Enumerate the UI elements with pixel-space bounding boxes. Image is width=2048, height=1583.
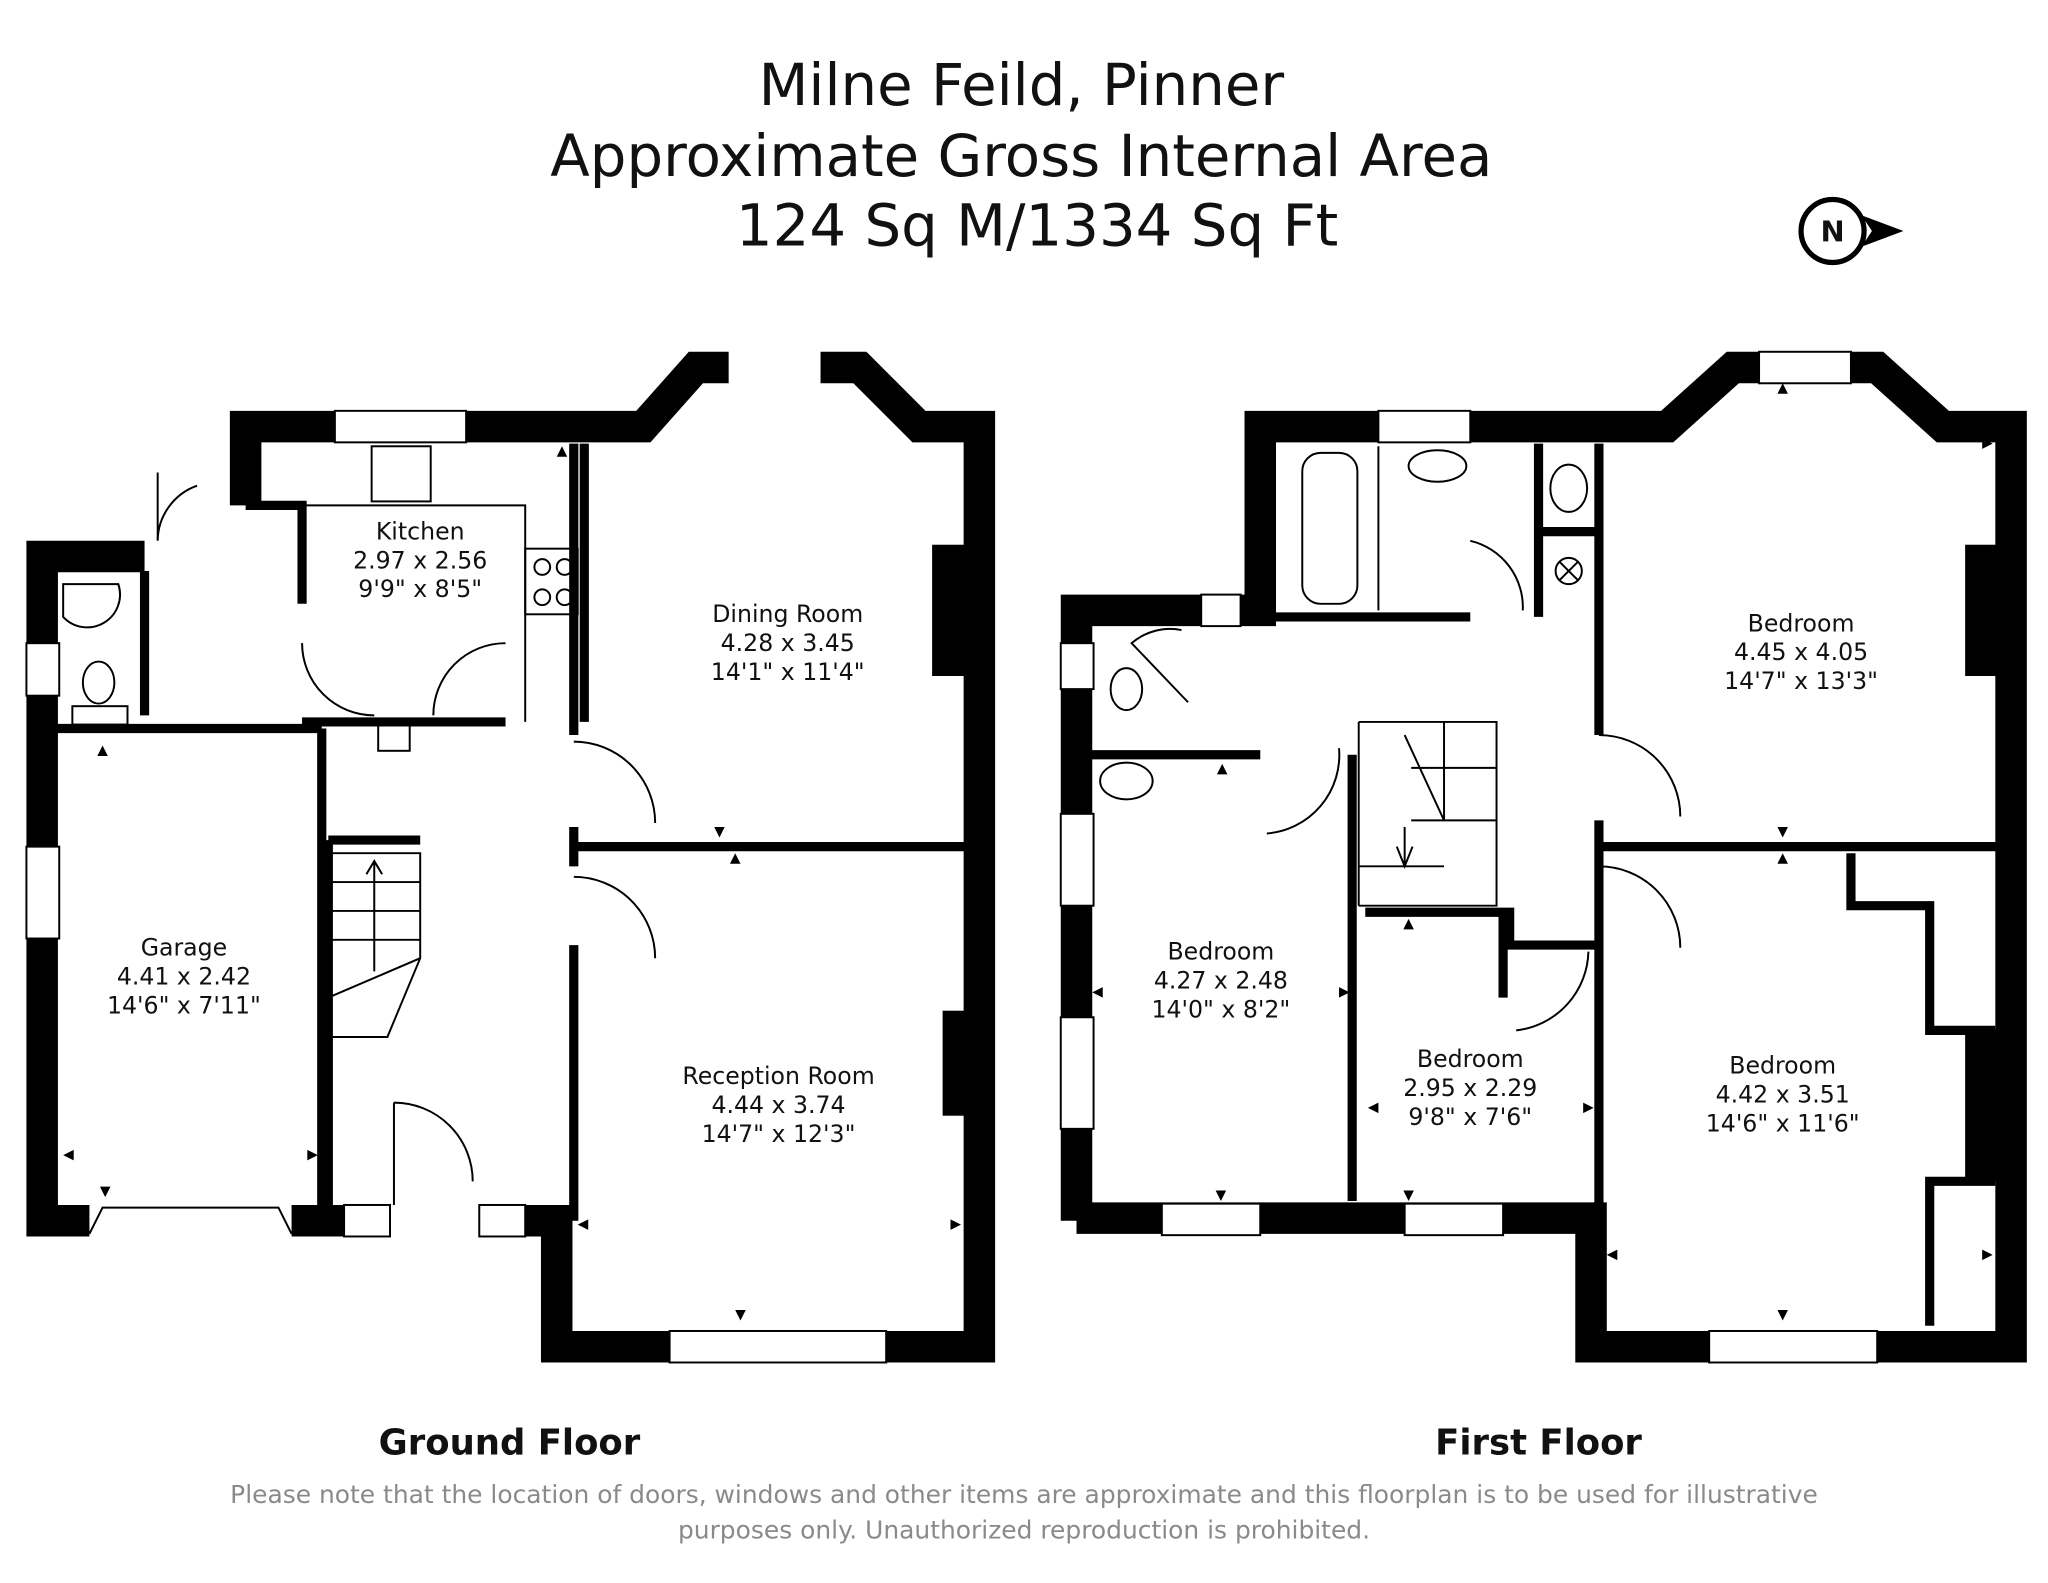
ground-floor-label: Ground Floor [379,1422,641,1463]
subtitle: Approximate Gross Internal Area [550,122,1492,190]
svg-text:14'6" x 7'11": 14'6" x 7'11" [107,991,261,1019]
room-bedroom-3: Bedroom 2.95 x 2.29 9'8" x 7'6" [1403,1045,1537,1131]
title: Milne Feild, Pinner [759,51,1285,119]
svg-text:4.27 x 2.48: 4.27 x 2.48 [1154,966,1288,994]
svg-text:Reception Room: Reception Room [682,1062,874,1090]
north-arrow-icon: N [1798,196,1904,266]
room-bedroom-2: Bedroom 4.27 x 2.48 14'0" x 8'2" [1151,938,1290,1024]
svg-text:14'6" x 11'6": 14'6" x 11'6" [1706,1109,1860,1137]
svg-text:4.42 x 3.51: 4.42 x 3.51 [1716,1081,1850,1109]
room-kitchen: Kitchen 2.97 x 2.56 9'9" x 8'5" [353,517,487,603]
room-dining-room: Dining Room 4.28 x 3.45 14'1" x 11'4" [711,600,865,686]
disclaimer-line-1: Please note that the location of doors, … [230,1480,1818,1509]
svg-text:Bedroom: Bedroom [1729,1052,1836,1080]
ground-floor-plan: Kitchen 2.97 x 2.56 9'9" x 8'5" Dining R… [25,351,996,1364]
svg-text:14'7" x 13'3": 14'7" x 13'3" [1724,667,1878,695]
svg-text:14'0" x 8'2": 14'0" x 8'2" [1151,995,1290,1023]
room-reception-room: Reception Room 4.44 x 3.74 14'7" x 12'3" [682,1062,874,1148]
first-floor-plan: Bedroom 4.45 x 4.05 14'7" x 13'3" Bedroo… [1059,350,2027,1364]
svg-text:Bedroom: Bedroom [1748,609,1855,637]
svg-text:Bedroom: Bedroom [1167,938,1274,966]
svg-text:Bedroom: Bedroom [1417,1045,1524,1073]
room-bedroom-1: Bedroom 4.45 x 4.05 14'7" x 13'3" [1724,609,1878,695]
svg-text:4.28 x 3.45: 4.28 x 3.45 [721,629,855,657]
svg-text:Kitchen: Kitchen [376,517,465,545]
svg-text:Dining Room: Dining Room [712,600,863,628]
room-garage: Garage 4.41 x 2.42 14'6" x 7'11" [107,934,261,1020]
svg-text:14'7" x 12'3": 14'7" x 12'3" [702,1120,856,1148]
svg-text:2.97 x 2.56: 2.97 x 2.56 [353,546,487,574]
first-floor-label: First Floor [1435,1422,1642,1463]
svg-text:4.44 x 3.74: 4.44 x 3.74 [711,1091,845,1119]
compass-label: N [1820,215,1844,249]
svg-text:9'9" x 8'5": 9'9" x 8'5" [358,575,482,603]
svg-text:14'1" x 11'4": 14'1" x 11'4" [711,658,865,686]
disclaimer-line-2: purposes only. Unauthorized reproduction… [678,1515,1370,1544]
svg-text:Garage: Garage [141,934,227,962]
svg-text:9'8" x 7'6": 9'8" x 7'6" [1408,1103,1532,1131]
svg-text:2.95 x 2.29: 2.95 x 2.29 [1403,1074,1537,1102]
area-summary: 124 Sq M/1334 Sq Ft [736,191,1338,259]
svg-text:4.45 x 4.05: 4.45 x 4.05 [1734,638,1868,666]
svg-text:4.41 x 2.42: 4.41 x 2.42 [117,962,251,990]
room-bedroom-4: Bedroom 4.42 x 3.51 14'6" x 11'6" [1706,1052,1860,1138]
